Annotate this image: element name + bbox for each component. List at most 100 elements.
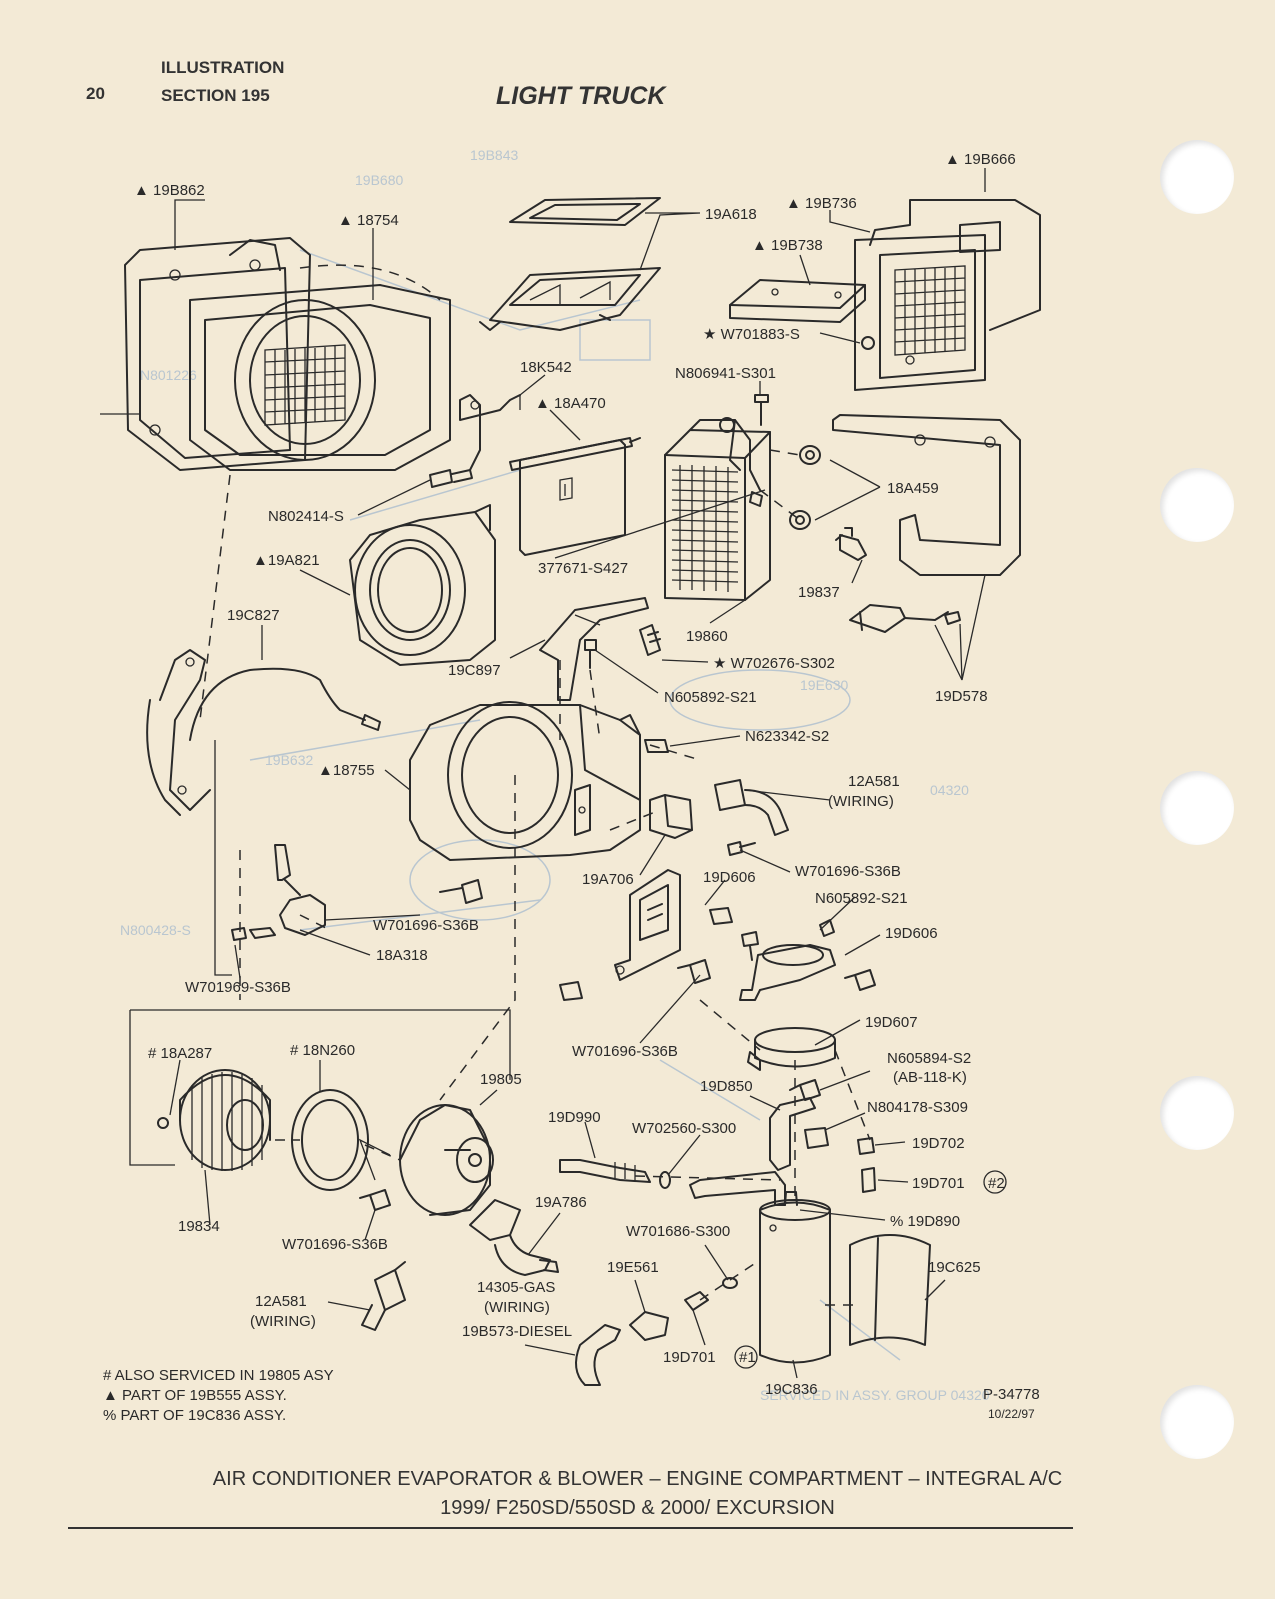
label-18754: ▲ 18754 [338, 212, 399, 229]
label-W701696-lower: W701696-S36B [282, 1236, 388, 1253]
label-19805: 19805 [480, 1071, 522, 1088]
screw-W702676 [639, 624, 661, 656]
label-19C827: 19C827 [227, 607, 280, 624]
label-W701686: W701686-S300 [626, 1223, 730, 1240]
label-W701696-upper: W701696-S36B [795, 863, 901, 880]
reference-code: P-34778 [983, 1386, 1040, 1403]
seals-18A459 [789, 445, 821, 530]
label-19A706: 19A706 [582, 871, 634, 888]
svg-text:N801226: N801226 [140, 367, 197, 383]
screw-W701696-mid [677, 959, 711, 984]
label-19B666: ▲ 19B666 [945, 151, 1016, 168]
cap-19D702 [857, 1137, 875, 1155]
rod-18K542 [459, 394, 521, 471]
label-N605892-upper: N605892-S21 [664, 689, 757, 706]
binder-hole [1160, 468, 1234, 542]
bracket-19C897 [539, 597, 649, 701]
screw-N605892-right [741, 931, 759, 961]
note-also-serviced: # ALSO SERVICED IN 19805 ASY [103, 1367, 334, 1384]
clip-19D606a [709, 907, 733, 925]
label-19D607: 19D607 [865, 1014, 918, 1031]
bottom-rule [68, 1527, 1073, 1529]
note-part-of-19C836: % PART OF 19C836 ASSY. [103, 1407, 286, 1424]
binder-hole [1160, 1076, 1234, 1150]
svg-text:SERVICED IN ASSY. GROUP 04320: SERVICED IN ASSY. GROUP 04320 [760, 1387, 990, 1403]
clips-19D578 [849, 604, 961, 633]
washer-W702560 [659, 1171, 671, 1189]
valve-19837 [835, 527, 867, 561]
screw-W701696-left [439, 879, 483, 904]
nut-W701883 [861, 336, 875, 350]
label-19860: 19860 [686, 628, 728, 645]
leader-lines [169, 168, 986, 1379]
shield-19C625 [849, 1234, 931, 1346]
label-W701969: W701969-S36B [185, 979, 291, 996]
harness-19B573 [575, 1324, 621, 1386]
svg-text:19B843: 19B843 [470, 147, 518, 163]
screw-N802414 [429, 469, 473, 488]
label-19834: 19834 [178, 1218, 220, 1235]
evaporator-core-19860 [664, 417, 771, 601]
harness-19A786 [469, 1199, 559, 1276]
connector-12A581-upper [714, 779, 789, 836]
label-W702560: W702560-S300 [632, 1120, 736, 1137]
caption-line-2: 1999/ F250SD/550SD & 2000/ EXCURSION [440, 1497, 835, 1519]
line-19D850 [689, 1097, 816, 1206]
label-N623342: N623342-S2 [745, 728, 829, 745]
screw-W701696-lower [359, 1189, 391, 1211]
actuator-18A318 [249, 844, 326, 939]
label-12A581-lower-sub: (WIRING) [250, 1313, 316, 1330]
label-18A287: # 18A287 [148, 1045, 212, 1062]
label-19B736: ▲ 19B736 [786, 195, 857, 212]
reference-date: 10/22/97 [988, 1407, 1035, 1421]
label-12A581-lower: 12A581 [255, 1293, 307, 1310]
label-N806941: N806941-S301 [675, 365, 776, 382]
binder-hole [1160, 140, 1234, 214]
label-14305: 14305-GAS [477, 1279, 555, 1296]
label-19A786: 19A786 [535, 1194, 587, 1211]
clip-19D606-small [559, 981, 583, 1001]
clip-N623342 [644, 739, 669, 753]
label-19B573: 19B573-DIESEL [462, 1323, 572, 1340]
binder-hole [1160, 771, 1234, 845]
note-part-of-19B555: ▲ PART OF 19B555 ASSY. [103, 1387, 287, 1404]
screw-N806941 [754, 394, 769, 426]
svg-text:19E630: 19E630 [800, 677, 848, 693]
assembly-dash-lines [129, 449, 871, 1306]
washer-W701686 [722, 1277, 738, 1289]
label-19D701-upper: 19D701 [912, 1175, 965, 1192]
label-19D578: 19D578 [935, 688, 988, 705]
label-18A459: 18A459 [887, 480, 939, 497]
door-19A618 [479, 197, 661, 331]
svg-text:N800428-S: N800428-S [120, 922, 191, 938]
screw-W701969 [231, 927, 247, 941]
section-line-1: ILLUSTRATION [161, 58, 285, 77]
gasket-18N260 [291, 1089, 369, 1191]
label-12A581-upper-sub: (WIRING) [828, 793, 894, 810]
screw-19D606b [844, 969, 876, 991]
callout-circle-1 [734, 1345, 758, 1369]
svg-text:04320: 04320 [930, 782, 969, 798]
label-19D701-lower: 19D701 [663, 1349, 716, 1366]
blower-motor-19805 [358, 1104, 494, 1216]
label-N605894-sub: (AB-118-K) [893, 1069, 967, 1086]
label-19A618: 19A618 [705, 206, 757, 223]
label-W701696-left: W701696-S36B [373, 917, 479, 934]
connector-N804178 [804, 1127, 829, 1149]
label-W701696-mid: W701696-S36B [572, 1043, 678, 1060]
caption-line-1: AIR CONDITIONER EVAPORATOR & BLOWER – EN… [212, 1468, 1063, 1490]
label-W702676: ★ W702676-S302 [713, 655, 835, 672]
label-W701883: ★ W701883-S [703, 326, 800, 343]
blower-scroll-19A821 [349, 504, 496, 666]
label-19837: 19837 [798, 584, 840, 601]
screw-W701696-upper [727, 841, 756, 856]
plate-19B738 [729, 279, 866, 323]
cable-19C827 [146, 649, 381, 816]
label-19D606-b: 19D606 [885, 925, 938, 942]
label-18A318: 18A318 [376, 947, 428, 964]
label-18755: ▲18755 [318, 762, 375, 779]
label-19E561: 19E561 [607, 1259, 659, 1276]
label-18K542: 18K542 [520, 359, 572, 376]
